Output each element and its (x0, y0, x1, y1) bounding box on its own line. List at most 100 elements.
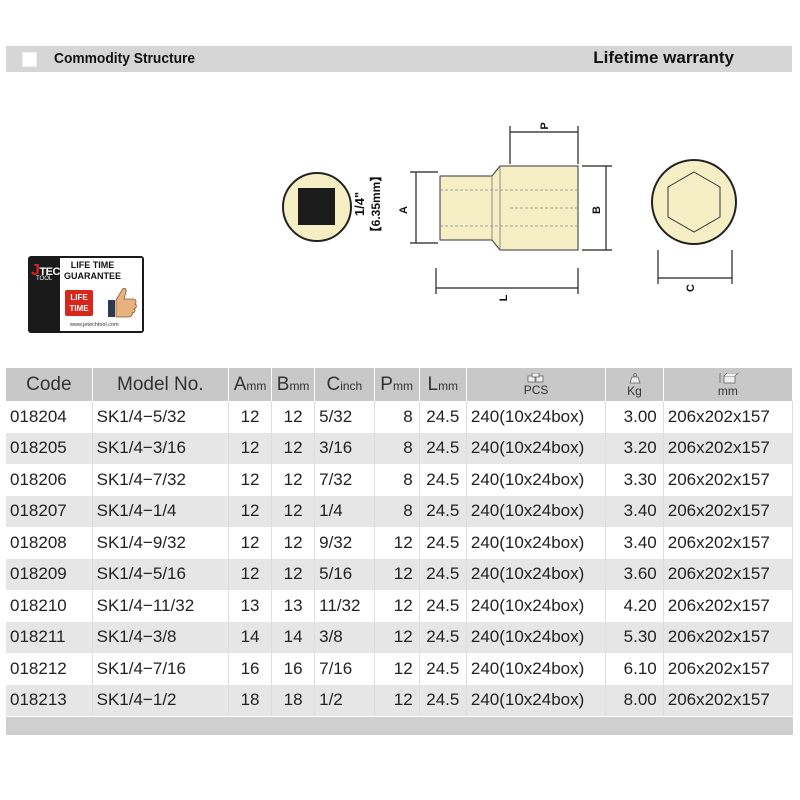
cell-l: 24.5 (419, 684, 467, 716)
brand-logo-subtext: TOOL (36, 276, 53, 282)
cell-model: SK1/4−5/16 (92, 558, 230, 590)
cell-a: 12 (228, 558, 273, 590)
cell-p: 12 (374, 621, 420, 653)
cell-a: 12 (228, 527, 273, 559)
cell-p: 8 (374, 401, 420, 433)
cell-c: 5/16 (314, 558, 375, 590)
cell-code: 018210 (6, 590, 93, 622)
table-header-row: Code Model No. Amm Bmm Cinch Pmm Lmm PCS… (6, 368, 794, 401)
cell-kg: 3.40 (605, 495, 664, 527)
cell-l: 24.5 (419, 401, 467, 433)
badge-panel: LIFE TIME GUARANTEE LIFE TIME www.jetech… (60, 258, 142, 331)
cell-pcs: 240(10x24box) (466, 653, 607, 685)
cell-model: SK1/4−11/32 (92, 590, 230, 622)
cell-box-size: 206x202x157 (663, 590, 794, 622)
cell-pcs: 240(10x24box) (466, 432, 607, 464)
cell-code: 018212 (6, 653, 93, 685)
cell-p: 12 (374, 590, 420, 622)
cell-code: 018209 (6, 558, 93, 590)
cell-b: 13 (271, 590, 316, 622)
cell-pcs: 240(10x24box) (466, 527, 607, 559)
cell-c: 11/32 (314, 590, 375, 622)
cell-l: 24.5 (419, 653, 467, 685)
brand-url: www.jetechtool.com (70, 322, 119, 328)
cell-code: 018213 (6, 684, 93, 716)
drive-size-mm-label: 【6.35mm】 (368, 170, 383, 239)
cell-p: 12 (374, 527, 420, 559)
header-p: Pmm (374, 368, 420, 401)
warranty-label: Lifetime warranty (593, 48, 734, 67)
cell-code: 018207 (6, 495, 93, 527)
cell-l: 24.5 (419, 464, 467, 496)
cell-c: 3/16 (314, 432, 375, 464)
cell-l: 24.5 (419, 527, 467, 559)
cell-p: 8 (374, 495, 420, 527)
header-l: Lmm (419, 368, 467, 401)
cell-box-size: 206x202x157 (663, 401, 794, 433)
cell-l: 24.5 (419, 621, 467, 653)
cell-box-size: 206x202x157 (663, 464, 794, 496)
drive-end-view (282, 172, 352, 242)
cell-kg: 3.30 (605, 464, 664, 496)
drive-size-label: 1/4" (352, 192, 367, 216)
cell-box-size: 206x202x157 (663, 558, 794, 590)
cell-a: 12 (228, 432, 273, 464)
cell-pcs: 240(10x24box) (466, 401, 607, 433)
cell-pcs: 240(10x24box) (466, 621, 607, 653)
cell-b: 12 (271, 495, 316, 527)
cell-p: 12 (374, 684, 420, 716)
cell-l: 24.5 (419, 590, 467, 622)
dimension-p-label: P (539, 122, 551, 129)
cell-box-size: 206x202x157 (663, 495, 794, 527)
lifetime-guarantee-badge: JTECH TOOL LIFE TIME GUARANTEE LIFE TIME… (28, 256, 144, 333)
cell-a: 18 (228, 684, 273, 716)
cell-box-size: 206x202x157 (663, 684, 794, 716)
cell-l: 24.5 (419, 432, 467, 464)
box-dimension-icon (719, 372, 739, 383)
cell-b: 12 (271, 432, 316, 464)
cell-kg: 3.00 (605, 401, 664, 433)
dimension-b-label: B (591, 206, 603, 214)
cell-l: 24.5 (419, 495, 467, 527)
section-title: Commodity Structure (54, 50, 196, 67)
cell-c: 3/8 (314, 621, 375, 653)
header-pcs: PCS (466, 368, 607, 401)
cell-code: 018211 (6, 621, 93, 653)
dimension-l-line (435, 268, 579, 294)
lifetime-seal: LIFE TIME (65, 290, 93, 316)
cell-a: 12 (228, 464, 273, 496)
cell-c: 9/32 (314, 527, 375, 559)
cell-kg: 6.10 (605, 653, 664, 685)
header-kg: Kg (605, 368, 664, 401)
section-marker-square (22, 52, 37, 67)
dimension-c-line (657, 250, 733, 284)
cell-kg: 3.20 (605, 432, 664, 464)
dimension-l-label: L (498, 294, 510, 301)
cell-pcs: 240(10x24box) (466, 495, 607, 527)
cell-box-size: 206x202x157 (663, 527, 794, 559)
cell-model: SK1/4−1/4 (92, 495, 230, 527)
cell-code: 018208 (6, 527, 93, 559)
thumbs-up-icon (108, 287, 137, 318)
header-code: Code (6, 368, 93, 401)
cell-model: SK1/4−7/32 (92, 464, 230, 496)
dimension-p-line (509, 126, 579, 164)
socket-side-view (439, 165, 579, 251)
section-header-bar: Commodity Structure Lifetime warranty (6, 46, 792, 72)
cell-pcs: 240(10x24box) (466, 558, 607, 590)
cell-box-size: 206x202x157 (663, 621, 794, 653)
cell-a: 16 (228, 653, 273, 685)
cell-c: 7/32 (314, 464, 375, 496)
cell-a: 14 (228, 621, 273, 653)
cell-model: SK1/4−1/2 (92, 684, 230, 716)
hex-end-view (651, 159, 737, 245)
